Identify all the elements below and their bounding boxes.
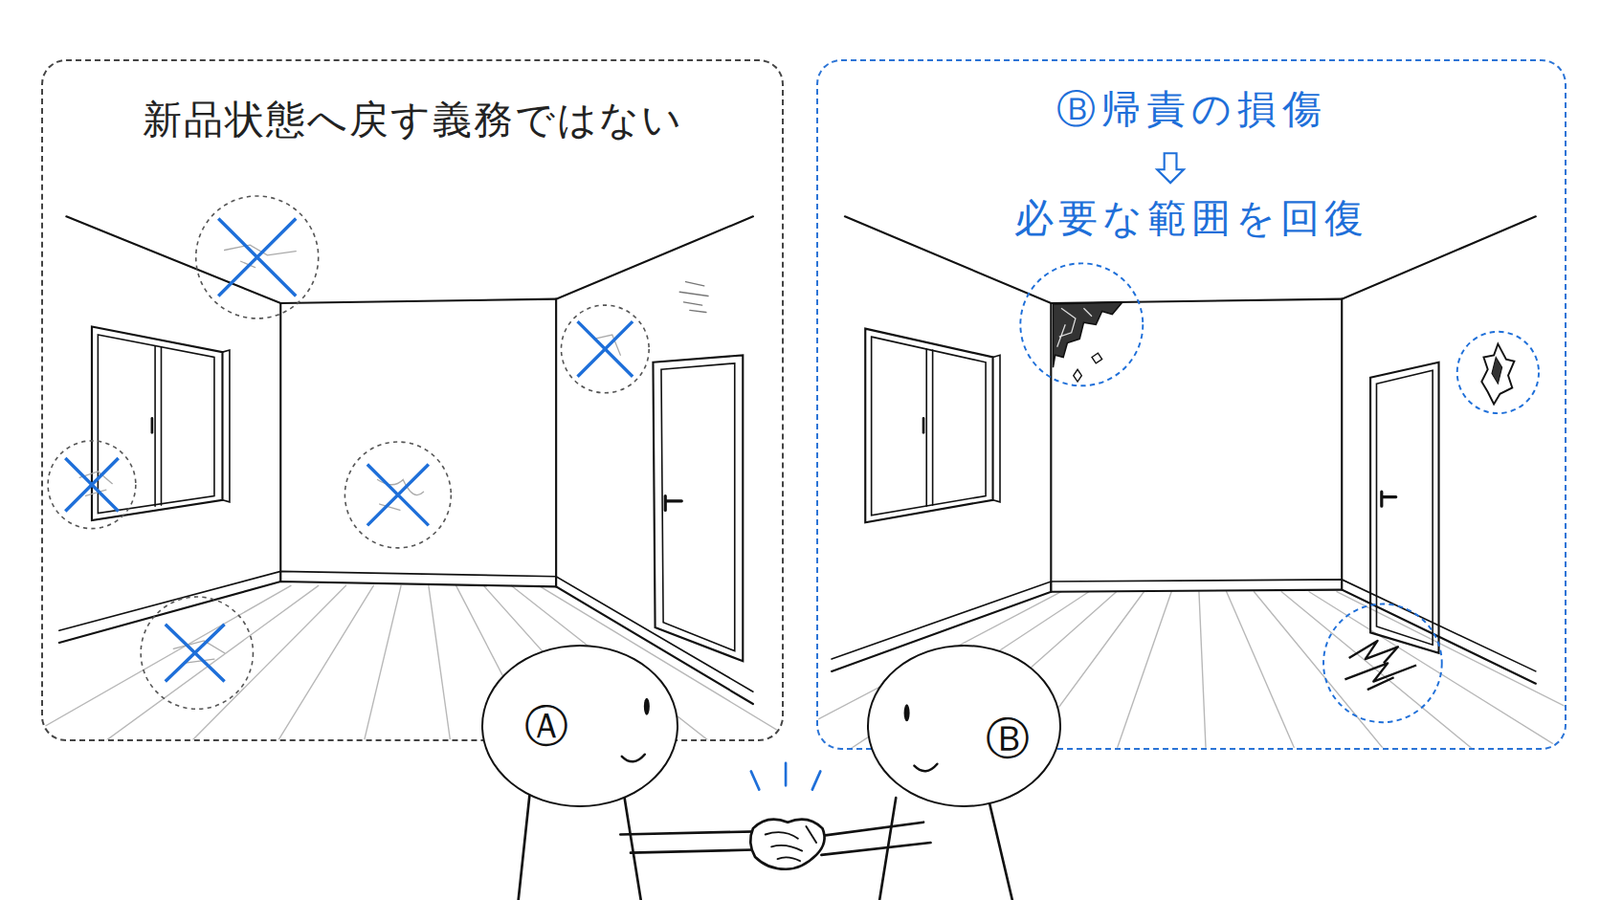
drawing-part: [65, 458, 118, 512]
eye: [904, 704, 911, 722]
drawing-part: [1226, 592, 1307, 749]
damage-circle: [1020, 263, 1143, 386]
window-frame: [97, 334, 215, 514]
face: [868, 646, 1059, 805]
window-frame: [865, 329, 993, 524]
drawing-part: [256, 585, 374, 740]
panel-text: 新品状態へ戻す義務ではない: [43, 95, 782, 144]
drawing-part: [560, 305, 649, 394]
smile: [622, 755, 645, 763]
x-circle: [344, 442, 451, 549]
arm-a: [620, 831, 757, 853]
x-circle: [140, 597, 253, 710]
window-sash: [155, 346, 161, 507]
head-b: Ⓑ: [866, 644, 1062, 808]
drawing-part: [1057, 308, 1092, 348]
window-lock: [922, 418, 926, 433]
drawing-part: [58, 585, 319, 740]
wall-corner: [1050, 299, 1342, 593]
wear-mark: [173, 641, 224, 664]
room-left: [0, 216, 852, 776]
drawing-part: [1052, 302, 1123, 368]
drawing-part: [196, 196, 319, 319]
drawing-part: [1481, 344, 1514, 405]
face: [483, 646, 676, 805]
person-label: Ⓐ: [524, 702, 569, 751]
x-circle: [196, 196, 319, 319]
drawing-part: [355, 585, 401, 740]
sparkle: [751, 763, 822, 791]
door: [1376, 370, 1433, 645]
drawing-part: [1323, 604, 1443, 724]
window-frame: [871, 336, 986, 516]
baseboard: [1050, 579, 1342, 593]
door-frame: [652, 355, 743, 662]
x-circle: [560, 305, 649, 394]
damage-circle: [1457, 332, 1539, 414]
drawing-part: [1309, 592, 1565, 749]
window-sill: [993, 355, 1000, 503]
door: [661, 363, 735, 652]
wear-mark: [377, 479, 424, 511]
drawing-part: [367, 464, 429, 526]
panel-text: 必要な範囲を回復: [818, 194, 1565, 243]
ceiling-line: [66, 216, 754, 304]
drawing-part: [1020, 263, 1143, 386]
drawing-part: [218, 218, 296, 296]
head-a: Ⓐ: [481, 644, 679, 808]
damage-circle: [1323, 604, 1443, 724]
drawing-part: [165, 624, 225, 683]
drawing-part: [1457, 332, 1539, 414]
wall-corner: [280, 299, 556, 588]
drawing-part: [1199, 592, 1207, 749]
panel-text: Ⓑ帰責の損傷: [818, 85, 1565, 134]
panel-left: 新品状態へ戻す義務ではない: [41, 59, 784, 742]
drawing-part: [1491, 356, 1503, 384]
body-b: [879, 796, 1013, 900]
eye: [644, 698, 650, 716]
drawing-part: [140, 597, 253, 710]
damage-marks: [1020, 263, 1539, 723]
drawing-part: [1344, 641, 1417, 690]
window-sill: [222, 350, 229, 503]
room-right: [711, 216, 1600, 776]
not-required-marks: [47, 196, 649, 710]
drawing-part: [428, 585, 456, 740]
window-sash: [926, 349, 933, 507]
window-frame: [91, 326, 223, 521]
drawing-part: [1073, 353, 1103, 382]
door-handle: [665, 495, 682, 511]
drawing-part: [344, 442, 451, 549]
drawing-part: [47, 441, 136, 530]
panel-right: Ⓑ帰責の損傷必要な範囲を回復: [816, 59, 1567, 751]
door-handle: [1381, 491, 1397, 507]
scratch-marks: [679, 282, 709, 313]
smile: [913, 764, 937, 773]
handshake-fingers: [765, 826, 817, 862]
down-arrow: [1156, 153, 1184, 183]
drawing-part: [577, 321, 634, 378]
drawing-part: [1108, 592, 1173, 749]
handshake: [750, 820, 824, 870]
person-label: Ⓑ: [985, 714, 1030, 763]
x-circle: [47, 441, 136, 530]
window-lock: [151, 418, 155, 433]
drawing-part: [43, 585, 291, 740]
baseboard: [280, 571, 556, 587]
door-frame: [1370, 362, 1439, 654]
arm-b: [816, 822, 931, 856]
